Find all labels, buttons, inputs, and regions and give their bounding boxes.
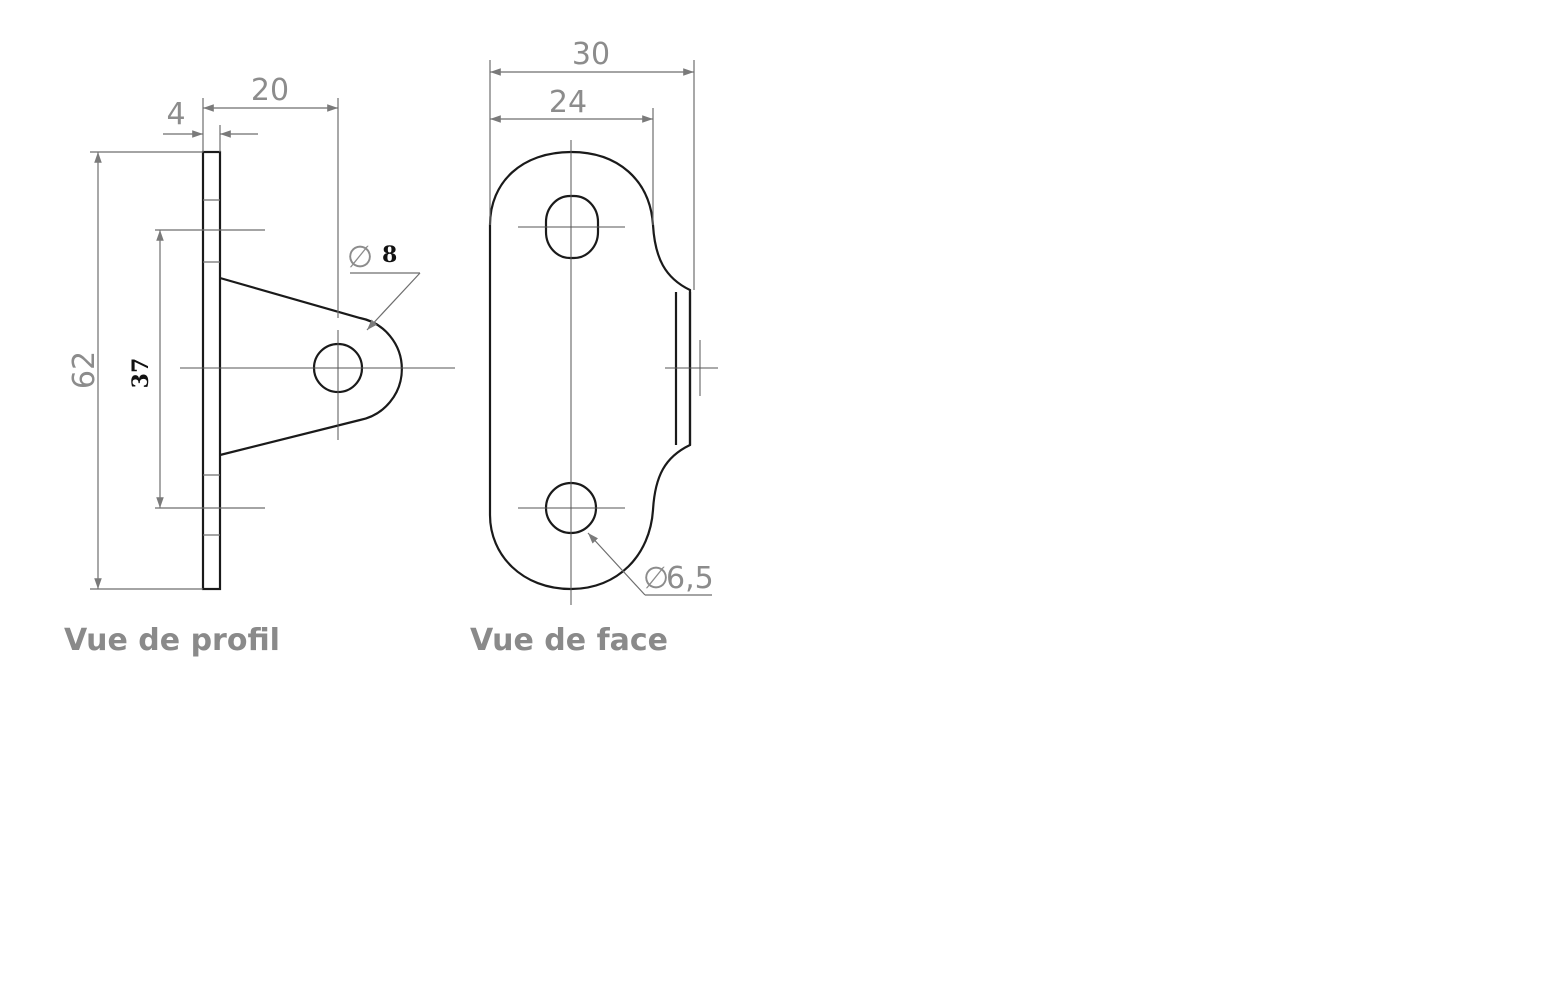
dim-pin-hole-symbol: ∅ [347, 240, 373, 275]
front-view: 30 24 ∅ 6,5 Vue de face [470, 37, 718, 658]
profile-plate [201, 150, 222, 591]
front-view-caption: Vue de face [470, 623, 668, 658]
dim-depth-label: 20 [251, 73, 289, 108]
dim-plate-width-label: 24 [549, 85, 587, 120]
profile-view: 62 37 20 4 ∅ 8 Vue de profil [64, 73, 455, 658]
dim-leader-hole [587, 532, 646, 596]
dim-height-label: 62 [67, 351, 102, 389]
profile-lug [219, 276, 403, 457]
dim-leader-pin-hole [366, 272, 421, 331]
dim-thickness-label: 4 [166, 97, 185, 132]
profile-view-caption: Vue de profil [64, 623, 280, 658]
dim-pin-hole-label: 8 [382, 242, 397, 268]
dim-hole-spacing-label: 37 [128, 358, 154, 389]
dim-total-width-label: 30 [572, 37, 610, 72]
dim-hole-label: 6,5 [666, 561, 714, 596]
dim-hole-symbol: ∅ [643, 561, 669, 596]
